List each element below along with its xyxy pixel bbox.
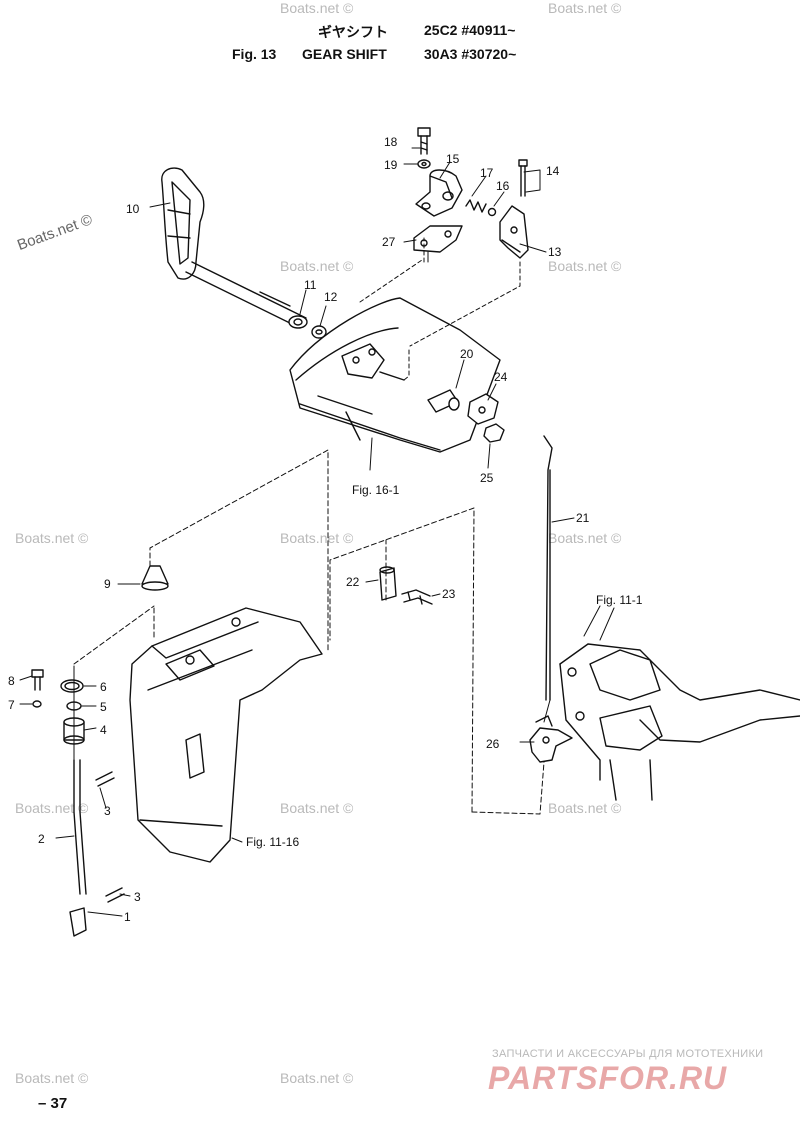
ref-fig-11-1: Fig. 11-1 — [596, 593, 643, 607]
callout-19: 19 — [384, 158, 398, 172]
watermark: Boats.net © — [548, 258, 622, 274]
page-number: – 37 — [38, 1095, 68, 1112]
callout-3-lower: 3 — [134, 890, 141, 904]
ref-fig-11-16: Fig. 11-16 — [246, 835, 299, 849]
watermark: Boats.net © — [280, 800, 354, 816]
ball-part-16 — [487, 207, 497, 217]
clip-part-24 — [467, 393, 499, 425]
callout-10: 10 — [126, 202, 140, 216]
grommet-part-9 — [141, 565, 169, 591]
callout-3: 3 — [104, 804, 111, 818]
callout-9: 9 — [104, 577, 111, 591]
clamp-bracket — [559, 643, 800, 801]
callout-25: 25 — [480, 471, 494, 485]
watermark: Boats.net © — [15, 1070, 89, 1086]
leader-lines — [19, 147, 615, 917]
callout-2: 2 — [38, 832, 45, 846]
callout-24: 24 — [494, 370, 508, 384]
pin-part-3 — [95, 771, 115, 787]
bracket-part-15 — [415, 169, 463, 217]
callout-11: 11 — [304, 278, 317, 292]
callout-13: 13 — [548, 245, 562, 259]
callout-20: 20 — [460, 347, 474, 361]
shift-cam-part-1 — [69, 907, 87, 937]
bolt-part-18 — [417, 127, 431, 155]
callout-15: 15 — [446, 152, 460, 166]
callout-6: 6 — [100, 680, 107, 694]
o-ring-part-6 — [60, 679, 84, 693]
bolt-part-8 — [31, 669, 44, 691]
washer-part-11 — [288, 315, 308, 329]
callout-16: 16 — [496, 179, 510, 193]
callout-1: 1 — [124, 910, 131, 924]
watermark: Boats.net © — [280, 530, 354, 546]
lower-casing — [129, 607, 323, 863]
gasket-part-27 — [413, 225, 463, 253]
watermark: Boats.net © — [15, 800, 89, 816]
pin-part-3-lower — [105, 887, 125, 903]
detent-plate-part-13 — [499, 205, 529, 259]
callout-4: 4 — [100, 723, 107, 737]
watermark: Boats.net © — [15, 530, 89, 546]
callout-12: 12 — [324, 290, 338, 304]
callout-14: 14 — [546, 164, 560, 178]
page-title: GEAR SHIFT — [302, 46, 387, 62]
callout-23: 23 — [442, 587, 456, 601]
watermark: Boats.net © — [280, 258, 354, 274]
watermark: Boats.net © — [548, 0, 622, 16]
washer-part-19 — [417, 159, 431, 169]
lower-shift-rod-part-2 — [73, 759, 87, 895]
brand-logo: PARTSFOR.RU — [488, 1060, 728, 1096]
shift-lever-part-26 — [529, 715, 573, 763]
japanese-title: ギヤシフト — [318, 24, 388, 40]
shift-pin-part-20 — [427, 389, 460, 413]
ref-fig-16-1: Fig. 16-1 — [352, 483, 400, 497]
callout-22: 22 — [346, 575, 360, 589]
bottom-cowling — [289, 297, 501, 453]
callout-labels: 18 19 15 17 16 14 13 27 10 11 12 20 24 2… — [8, 135, 643, 924]
callout-18: 18 — [384, 135, 398, 149]
callout-5: 5 — [100, 700, 107, 714]
callout-7: 7 — [8, 698, 15, 712]
washer-part-7 — [32, 700, 42, 708]
callout-17: 17 — [480, 166, 494, 180]
shift-rod-part-21 — [543, 435, 553, 701]
nut-part-25 — [483, 423, 505, 443]
callout-8: 8 — [8, 674, 15, 688]
brand-tagline: ЗАПЧАСТИ И АКСЕССУАРЫ ДЛЯ МОТОТЕХНИКИ — [492, 1048, 764, 1060]
serial-range-25c2: 25C2 #40911~ — [424, 22, 516, 38]
callout-27: 27 — [382, 235, 396, 249]
watermark: Boats.net © — [548, 800, 622, 816]
joint-part-22 — [379, 566, 397, 601]
shift-lever-part-10 — [161, 167, 307, 329]
watermark: Boats.net © — [280, 0, 354, 16]
figure-number: Fig. 13 — [232, 46, 277, 62]
pins-part-23 — [401, 589, 433, 605]
watermark: Boats.net © — [548, 530, 622, 546]
callout-26: 26 — [486, 737, 500, 751]
watermark: Boats.net © — [280, 1070, 354, 1086]
callout-21: 21 — [576, 511, 590, 525]
screw-part-14 — [518, 159, 528, 197]
serial-range-30a3: 30A3 #30720~ — [424, 46, 517, 62]
bushing-part-12 — [311, 325, 327, 339]
spring-part-17 — [465, 199, 487, 213]
